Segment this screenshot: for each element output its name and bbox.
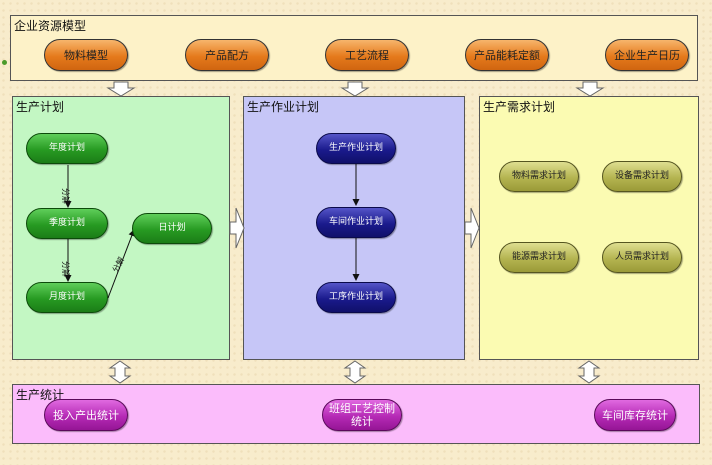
demand-plan-panel: 生产需求计划 <box>479 96 699 360</box>
decorative-leaf-icon <box>2 60 7 65</box>
panel-title: 企业资源模型 <box>14 19 87 33</box>
team-process-control-statistics-node[interactable]: 班组工艺控制统计 <box>322 399 402 431</box>
panel-title: 生产作业计划 <box>247 100 320 114</box>
personnel-demand-plan-node[interactable]: 人员需求计划 <box>602 242 682 273</box>
down-arrow <box>106 81 136 97</box>
edge-label: 分解 <box>61 188 71 204</box>
workshop-operation-plan-node[interactable]: 车间作业计划 <box>316 207 396 238</box>
energy-quota-node[interactable]: 产品能耗定额 <box>465 39 549 71</box>
down-arrow <box>340 81 370 97</box>
energy-demand-plan-node[interactable]: 能源需求计划 <box>499 242 579 273</box>
edge-label: 分解 <box>61 261 71 277</box>
edge-month-day <box>107 229 136 299</box>
production-calendar-node[interactable]: 企业生产日历 <box>605 39 689 71</box>
quarterly-plan-node[interactable]: 季度计划 <box>26 208 108 239</box>
down-arrow <box>575 81 605 97</box>
panel-title: 生产需求计划 <box>483 100 556 114</box>
process-flow-node[interactable]: 工艺流程 <box>325 39 409 71</box>
right-arrow <box>464 207 480 249</box>
right-arrow <box>229 207 245 249</box>
input-output-statistics-node[interactable]: 投入产出统计 <box>44 399 128 431</box>
daily-plan-node[interactable]: 日计划 <box>132 213 212 244</box>
monthly-plan-node[interactable]: 月度计划 <box>26 282 108 313</box>
panel-title: 生产统计 <box>16 388 65 402</box>
material-demand-plan-node[interactable]: 物料需求计划 <box>499 161 579 192</box>
production-operation-plan-node[interactable]: 生产作业计划 <box>316 133 396 164</box>
workshop-inventory-statistics-node[interactable]: 车间库存统计 <box>594 399 676 431</box>
product-formula-node[interactable]: 产品配方 <box>185 39 269 71</box>
bidirectional-arrow <box>577 360 601 384</box>
bidirectional-arrow <box>343 360 367 384</box>
annual-plan-node[interactable]: 年度计划 <box>26 133 108 164</box>
process-operation-plan-node[interactable]: 工序作业计划 <box>316 282 396 313</box>
panel-title: 生产计划 <box>16 100 65 114</box>
bidirectional-arrow <box>108 360 132 384</box>
equipment-demand-plan-node[interactable]: 设备需求计划 <box>602 161 682 192</box>
material-model-node[interactable]: 物料模型 <box>44 39 128 71</box>
